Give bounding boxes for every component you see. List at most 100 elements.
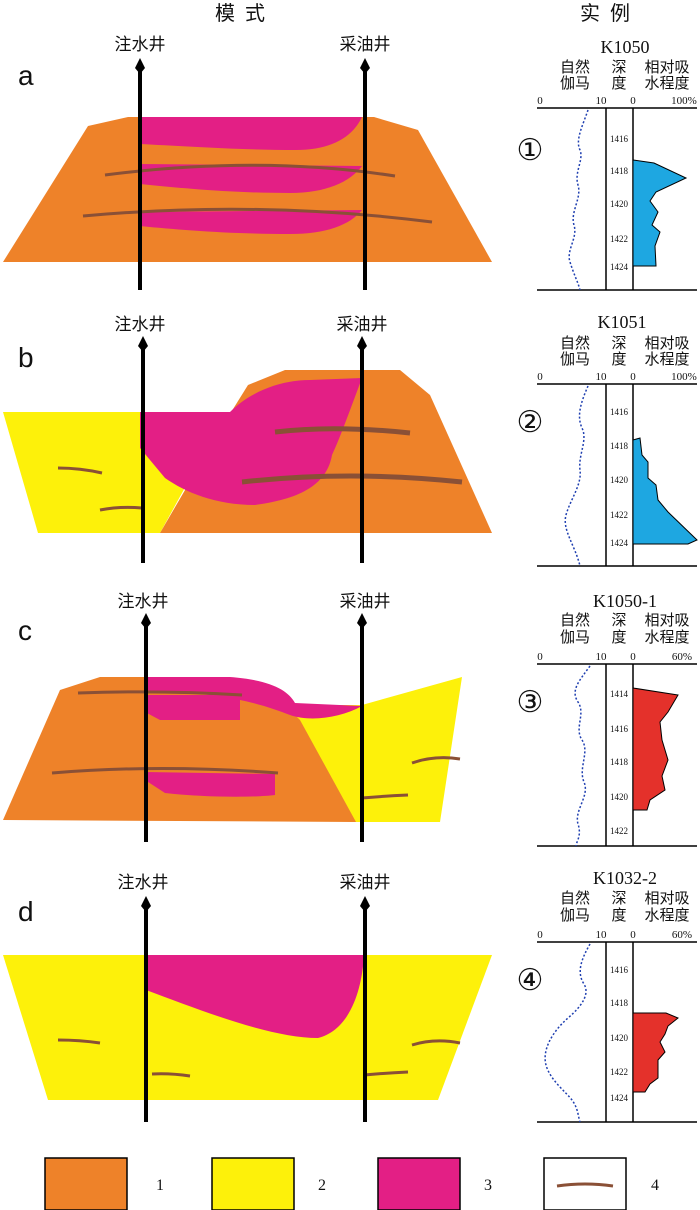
log-gamma-curve-c: [574, 665, 591, 847]
panel-label-a: a: [18, 60, 34, 91]
log-gamma-title2-a: 伽马: [560, 74, 590, 92]
log-well-name-a: K1050: [601, 37, 650, 57]
log-gamma-max-d: 10: [596, 929, 608, 941]
log-absorb-max-d: 60%: [672, 929, 692, 941]
log-gamma-min-a: 0: [537, 95, 543, 107]
log-absorb-max-a: 100%: [671, 95, 697, 107]
log-depth-title1-d: 深: [611, 889, 626, 907]
log-depth-tick-c5: 1422: [610, 826, 628, 836]
log-depth-tick-d2: 1418: [610, 998, 629, 1008]
log-well-name-b: K1051: [598, 312, 647, 332]
log-depth-tick-b5: 1424: [610, 538, 629, 548]
injector-label-a: 注水井: [115, 35, 166, 55]
log-well-name-c: K1050-1: [593, 591, 657, 611]
injection-well-tip-d: [141, 896, 151, 912]
legend: 1 2 3 4: [44, 1157, 659, 1210]
log-depth-tick-b4: 1422: [610, 510, 628, 520]
log-gamma-min-c: 0: [537, 651, 543, 663]
log-circle-marker-c: ③: [517, 685, 544, 720]
log-depth-title2-a: 度: [611, 74, 626, 92]
yellow-body-d: [3, 955, 492, 1100]
magenta-lens-a1: [140, 117, 362, 150]
panel-b: b 注水井 采油井: [3, 315, 492, 563]
interlayer-c1: [77, 690, 243, 697]
log-a: K1050 自然 伽马 深 度 相对吸 水程度 0 10 0 100% ① 14…: [517, 37, 697, 291]
interlayer-a2: [82, 207, 433, 224]
log-b: K1051 自然 伽马 深 度 相对吸 水程度 0 10 0 100% ② 14…: [517, 312, 698, 567]
log-depth-tick-d5: 1424: [610, 1093, 629, 1103]
header-example: 实例: [580, 1, 640, 25]
log-gamma-title2-c: 伽马: [560, 628, 590, 646]
injection-well-tip-a: [135, 58, 145, 74]
injection-well-tip-b: [138, 336, 148, 352]
log-depth-tick-a1: 1416: [610, 134, 629, 144]
magenta-body-b: [140, 378, 362, 505]
log-gamma-curve-b: [564, 385, 589, 567]
panel-label-c: c: [18, 615, 32, 646]
log-depth-title2-b: 度: [611, 350, 626, 368]
log-absorb-fill-a: [632, 159, 688, 267]
log-c: K1050-1 自然 伽马 深 度 相对吸 水程度 0 10 0 60% ③ 1…: [517, 591, 697, 847]
interlayer-d4: [363, 1070, 409, 1077]
injection-well-tip-c: [141, 613, 151, 629]
producer-label-d: 采油井: [340, 873, 391, 893]
log-gamma-title1-c: 自然: [560, 611, 590, 629]
log-absorb-title2-a: 水程度: [644, 74, 689, 92]
injector-label-d: 注水井: [118, 873, 169, 893]
log-gamma-max-a: 10: [596, 95, 608, 107]
interlayer-d3: [411, 1039, 461, 1047]
log-absorb-title2-b: 水程度: [644, 350, 689, 368]
log-gamma-title1-a: 自然: [560, 58, 590, 76]
production-well-tip-c: [357, 613, 367, 629]
log-circle-marker-a: ①: [517, 133, 544, 168]
log-gamma-max-b: 10: [596, 371, 608, 383]
log-gamma-max-c: 10: [596, 651, 608, 663]
log-absorb-max-b: 100%: [671, 371, 697, 383]
log-circle-marker-d: ④: [517, 963, 544, 998]
log-absorb-title2-c: 水程度: [644, 628, 689, 646]
legend-swatch-3: [377, 1157, 461, 1210]
interlayer-c3: [411, 756, 461, 765]
legend-number-4: 4: [651, 1177, 659, 1194]
log-absorb-min-a: 0: [630, 95, 636, 107]
log-gamma-title1-b: 自然: [560, 334, 590, 352]
log-absorb-title1-d: 相对吸: [644, 889, 689, 907]
legend-interlayer-line: [556, 1182, 614, 1188]
log-depth-title2-d: 度: [611, 906, 626, 924]
log-depth-tick-c1: 1414: [610, 689, 629, 699]
log-depth-title1-c: 深: [611, 611, 626, 629]
log-depth-title1-a: 深: [611, 58, 626, 76]
log-depth-title1-b: 深: [611, 334, 626, 352]
log-depth-tick-d3: 1420: [610, 1033, 629, 1043]
panel-c: c 注水井 采油井: [3, 592, 462, 842]
log-depth-tick-b3: 1420: [610, 475, 629, 485]
production-well-tip-b: [357, 336, 367, 352]
log-absorb-title1-c: 相对吸: [644, 611, 689, 629]
production-well-tip-d: [360, 896, 370, 912]
log-absorb-min-b: 0: [630, 371, 636, 383]
panel-d: d 注水井 采油井: [3, 873, 492, 1122]
log-depth-tick-b2: 1418: [610, 441, 629, 451]
log-absorb-title1-a: 相对吸: [644, 58, 689, 76]
log-absorb-min-c: 0: [630, 651, 636, 663]
interlayer-b4: [99, 505, 143, 512]
producer-label-a: 采油井: [340, 35, 391, 55]
log-depth-tick-c3: 1418: [610, 757, 629, 767]
log-absorb-title1-b: 相对吸: [644, 334, 689, 352]
log-absorb-max-c: 60%: [672, 651, 692, 663]
panel-label-b: b: [18, 342, 34, 373]
magenta-lens-a2: [140, 164, 362, 193]
log-depth-title2-c: 度: [611, 628, 626, 646]
log-absorb-title2-d: 水程度: [644, 906, 689, 924]
log-depth-tick-a3: 1420: [610, 199, 629, 209]
log-circle-marker-b: ②: [517, 405, 544, 440]
interlayer-c4: [361, 793, 409, 800]
magenta-lens-a3: [140, 210, 362, 234]
legend-number-1: 1: [156, 1177, 164, 1194]
log-gamma-min-d: 0: [537, 929, 543, 941]
log-gamma-curve-d: [544, 943, 591, 1123]
panel-label-d: d: [18, 896, 34, 927]
log-gamma-title2-d: 伽马: [560, 906, 590, 924]
magenta-lens-c2: [145, 772, 275, 797]
